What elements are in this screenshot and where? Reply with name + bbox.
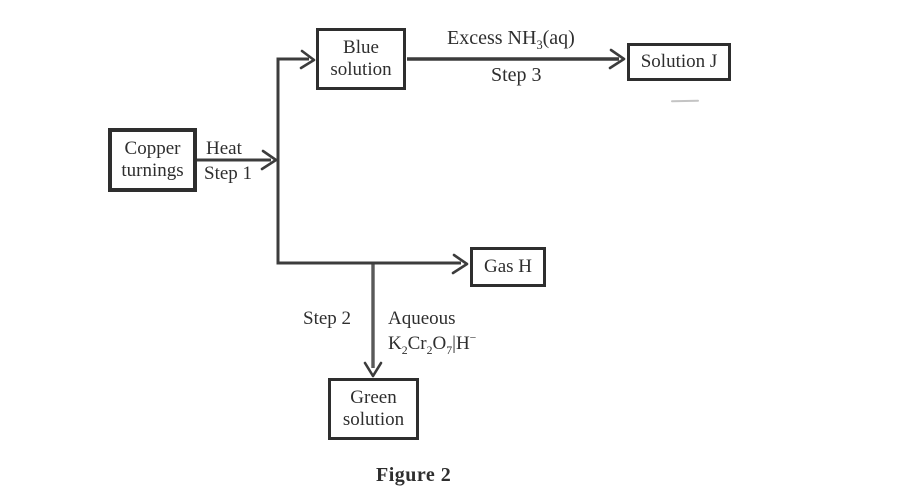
arrow-gash-head <box>451 253 469 275</box>
label-step3: Step 3 <box>491 64 542 86</box>
node-gas-h-label: Gas H <box>483 255 533 277</box>
arrow-step1-head <box>260 149 278 171</box>
node-blue-solution-line2: solution <box>330 59 392 80</box>
arrow-blue-head <box>299 49 316 70</box>
node-green-solution-line1: Green <box>350 386 397 408</box>
node-green-solution: Green solution <box>328 378 419 440</box>
arrow-step2-head <box>363 361 383 378</box>
node-copper-turnings: Copper turnings <box>108 128 197 192</box>
node-gas-h: Gas H <box>470 247 546 287</box>
node-solution-j: Solution J <box>627 43 731 81</box>
label-dichromate: K2Cr2O7|H− <box>388 331 477 357</box>
node-blue-solution-line1: Blue <box>343 36 379 58</box>
label-step2: Step 2 <box>303 308 352 329</box>
label-aqueous: Aqueous <box>388 308 456 329</box>
node-copper-turnings-line1: Copper <box>124 137 181 159</box>
arrow-step3-head <box>608 48 626 70</box>
figure-caption: Figure 2 <box>376 464 452 486</box>
node-green-solution-line2: solution <box>342 409 405 430</box>
node-blue-solution: Blue solution <box>316 28 406 90</box>
node-solution-j-label: Solution J <box>640 50 718 72</box>
trunk-line <box>276 57 461 265</box>
label-heat: Heat <box>206 138 242 159</box>
label-excess-nh3: Excess NH3(aq) <box>447 27 575 52</box>
node-copper-turnings-line2: turnings <box>121 160 184 181</box>
label-step1: Step 1 <box>204 163 253 184</box>
